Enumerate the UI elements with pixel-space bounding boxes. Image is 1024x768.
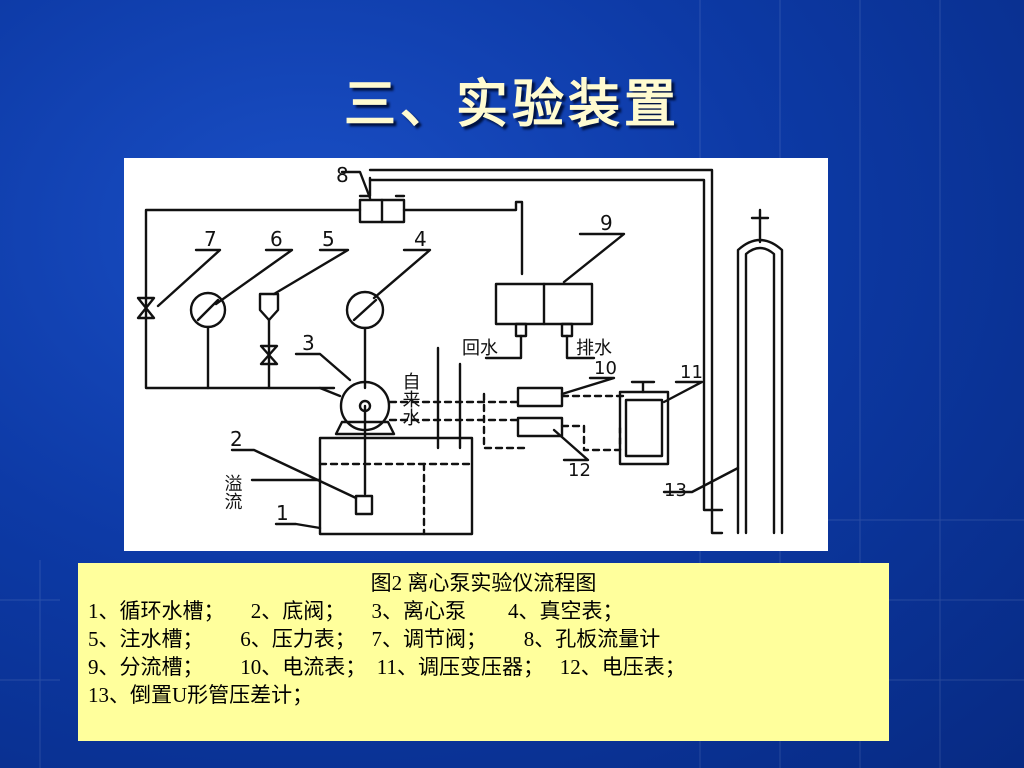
label-5: 5 bbox=[322, 227, 335, 251]
label-6: 6 bbox=[270, 227, 283, 251]
caption-line-2: 5、注水槽； 6、压力表； 7、调节阀； 8、孔板流量计 bbox=[88, 627, 661, 651]
caption-title: 图2 离心泵实验仪流程图 bbox=[370, 571, 597, 595]
caption-line-4: 13、倒置U形管压差计； bbox=[88, 683, 314, 707]
top-pipe bbox=[368, 168, 724, 535]
caption-line-1: 1、循环水槽； 2、底阀； 3、离心泵 4、真空表； bbox=[88, 599, 624, 623]
circulation-tank bbox=[318, 436, 474, 536]
label-drain: 排水 bbox=[576, 338, 612, 359]
label-4: 4 bbox=[414, 227, 427, 251]
priming-tank bbox=[258, 292, 280, 322]
caption-line-3: 9、分流槽； 10、电流表； 11、调压变压器； 12、电压表； bbox=[88, 655, 686, 679]
ammeter bbox=[516, 386, 564, 408]
label-tap-water: 自来水 bbox=[400, 372, 421, 426]
label-10: 10 bbox=[594, 358, 617, 379]
label-13: 13 bbox=[664, 480, 687, 501]
control-valve bbox=[136, 296, 156, 320]
u-tube-manometer bbox=[736, 238, 784, 535]
label-1: 1 bbox=[276, 501, 289, 525]
label-overflow: 溢流 bbox=[222, 474, 243, 510]
label-11: 11 bbox=[680, 362, 703, 383]
label-7: 7 bbox=[204, 227, 217, 251]
label-9: 9 bbox=[600, 211, 613, 235]
slide-title: 三、实验装置 bbox=[343, 75, 680, 135]
foot-valve bbox=[354, 494, 374, 516]
flow-diagram-svg: 8 9 7 6 5 4 3 2 1 10 11 12 13 回水 排水 自来水 … bbox=[136, 163, 784, 536]
voltmeter bbox=[516, 416, 564, 438]
label-12: 12 bbox=[568, 460, 591, 481]
figure-caption: 图2 离心泵实验仪流程图 1、循环水槽； 2、底阀； 3、离心泵 4、真空表； … bbox=[78, 563, 889, 741]
outer-loop bbox=[368, 178, 724, 512]
label-8: 8 bbox=[336, 163, 349, 187]
label-return-water: 回水 bbox=[462, 338, 498, 359]
label-2: 2 bbox=[230, 427, 243, 451]
apparatus-diagram: 8 9 7 6 5 4 3 2 1 10 11 12 13 回水 排水 自来水 … bbox=[124, 158, 828, 551]
label-3: 3 bbox=[302, 331, 315, 355]
